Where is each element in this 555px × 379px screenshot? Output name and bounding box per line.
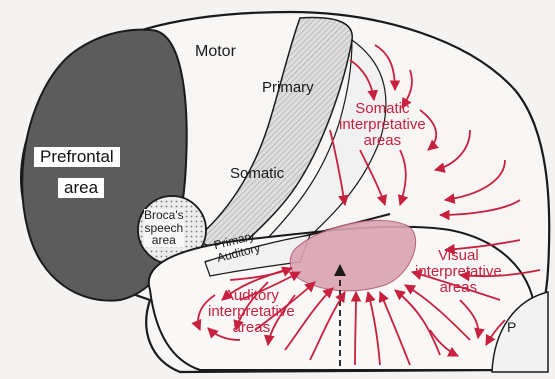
area-label-box: area [58, 178, 104, 198]
somatic-interpretative-label: Somatic interpretative areas [339, 101, 426, 148]
primary-motor-label: Primary [262, 80, 314, 96]
auditory-interpretative-label: Auditory interpretative areas [208, 288, 295, 335]
p-label: P [507, 320, 516, 335]
broca-label: Broca's speech area [144, 209, 184, 247]
somatic-label: Somatic [230, 166, 284, 182]
motor-label: Motor [195, 44, 236, 61]
visual-interpretative-label: Visual interpretative areas [415, 248, 502, 295]
prefrontal-label-box: Prefrontal [34, 147, 120, 167]
